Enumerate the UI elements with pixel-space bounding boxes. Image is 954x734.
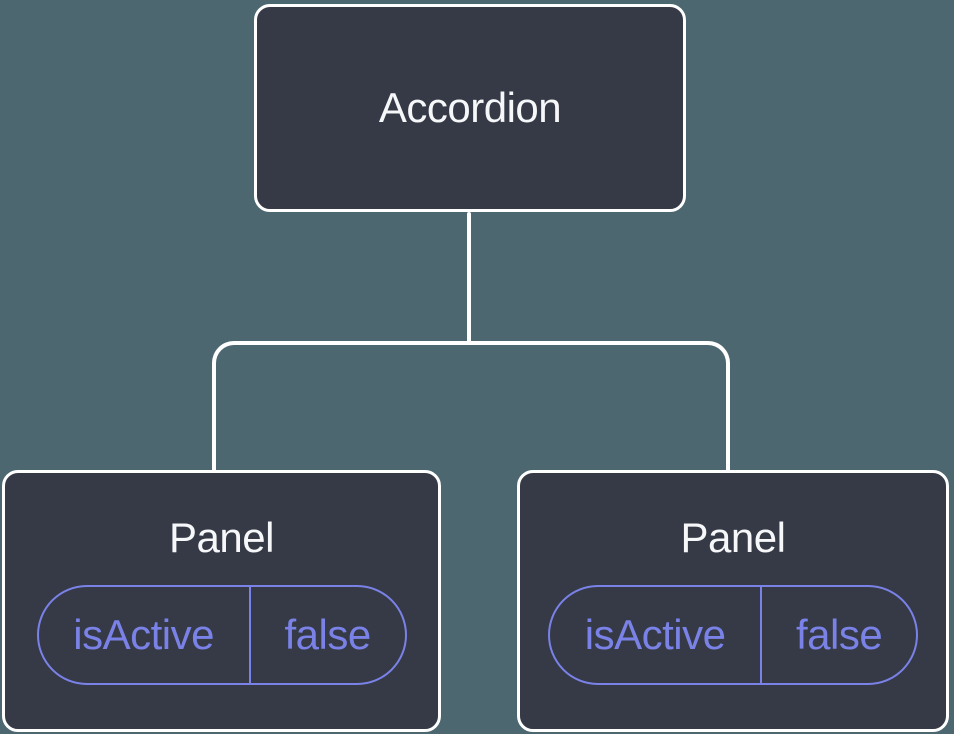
- panel-2-state-value: false: [796, 611, 883, 658]
- panel-2-state-pill: isActive false: [548, 585, 918, 685]
- panel-2-state-name: isActive: [550, 587, 763, 683]
- component-node-accordion: Accordion: [254, 4, 686, 212]
- panel-2-label: Panel: [680, 514, 786, 561]
- panel-1-state-pill: isActive false: [36, 585, 407, 685]
- connector-root-stem: [467, 212, 471, 345]
- panel-1-state-name: isActive: [39, 587, 251, 683]
- connector-branch-bracket: [212, 341, 730, 470]
- component-node-panel-2: Panel isActive false: [517, 470, 949, 732]
- panel-1-state-value: false: [284, 611, 372, 658]
- panel-1-label: Panel: [169, 514, 274, 561]
- component-node-panel-1: Panel isActive false: [2, 470, 441, 732]
- accordion-node-label: Accordion: [378, 84, 562, 131]
